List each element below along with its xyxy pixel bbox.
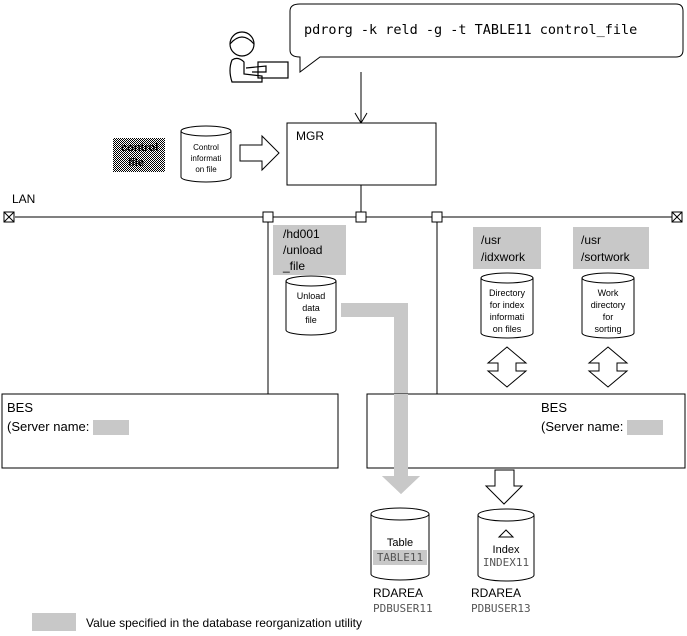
unload-path-box: /hd001 /unload _file <box>273 225 346 275</box>
command-bubble: pdrorg -k reld -g -t TABLE11 control_fil… <box>289 3 684 73</box>
unload-data-file-cylinder: Unload data file <box>285 275 337 336</box>
bes2-name-highlight <box>627 420 663 435</box>
unload-flow-arrow-over <box>382 394 420 494</box>
sortwork-cyl-line-3: for <box>603 312 614 322</box>
mgr-box: MGR <box>286 122 437 186</box>
bes1-name-highlight <box>93 420 129 435</box>
command-text: pdrorg -k reld -g -t TABLE11 control_fil… <box>304 22 637 38</box>
sort-work-dir-cylinder: Work directory for sorting <box>581 272 635 339</box>
idxwork-path-box: /usr /idxwork <box>473 227 541 269</box>
control-file-label-line-2: file <box>128 157 144 169</box>
control-to-mgr-arrow <box>239 134 280 172</box>
table-rdarea-label: RDAREA <box>373 586 423 600</box>
index-db-name: INDEX11 <box>483 556 529 569</box>
lan-line <box>3 211 683 223</box>
table-name-highlight <box>373 550 427 565</box>
idxwork-cyl-line-2: for index <box>490 300 525 310</box>
sortwork-bidirectional-arrow <box>587 346 629 388</box>
idxwork-cyl-line-3: informati <box>490 312 525 322</box>
command-arrow <box>354 72 368 124</box>
index-triangle-icon <box>497 529 515 538</box>
table-db-label: Table <box>387 537 413 549</box>
bes2-title: BES <box>541 400 567 415</box>
bes2-server-prefix: (Server name: <box>541 419 627 434</box>
bes1-title: BES <box>7 400 33 415</box>
unload-path-line-2: /unload <box>283 243 322 257</box>
lan-connectors <box>262 185 443 394</box>
legend: Value specified in the database reorgani… <box>32 613 362 631</box>
table-rdarea-name: PDBUSER11 <box>373 602 433 615</box>
index-rdarea-label: RDAREA <box>471 586 521 600</box>
sortwork-path-box: /usr /sortwork <box>573 227 649 269</box>
bes2-box: BES (Server name: bes2) <box>366 393 686 469</box>
unload-cyl-line-2: data <box>302 303 320 313</box>
unload-cyl-line-3: file <box>305 315 317 325</box>
idxwork-cyl-line-1: Directory <box>489 288 526 298</box>
unload-path-line-1: /hd001 <box>283 227 320 241</box>
idxwork-path-line-2: /idxwork <box>481 250 526 264</box>
table-db-name: TABLE11 <box>377 551 423 564</box>
sortwork-cyl-line-4: sorting <box>594 324 621 334</box>
control-info-file-cylinder: Control informati on file <box>180 125 232 183</box>
idxwork-path-line-1: /usr <box>481 233 501 247</box>
control-info-line-2: informati <box>191 154 222 163</box>
sortwork-cyl-line-1: Work <box>598 288 619 298</box>
control-info-line-3: on file <box>195 165 217 174</box>
index-db-label: Index <box>493 544 520 556</box>
control-file-label: control file <box>113 138 165 172</box>
sortwork-path-line-2: /sortwork <box>581 250 631 264</box>
idxwork-cyl-line-4: on files <box>493 324 522 334</box>
bes1-box: BES (Server name: bes1) <box>1 393 339 469</box>
legend-text: Value specified in the database reorgani… <box>86 616 362 630</box>
sortwork-cyl-line-2: directory <box>591 300 626 310</box>
legend-swatch <box>32 613 76 631</box>
user-icon <box>229 31 289 83</box>
index-rdarea-name: PDBUSER13 <box>471 602 531 615</box>
unload-path-line-3: _file <box>282 259 305 273</box>
idxwork-bidirectional-arrow <box>486 346 528 388</box>
bes2-to-index-arrow <box>484 469 524 505</box>
index-db-cylinder <box>477 508 535 582</box>
mgr-label: MGR <box>296 129 324 143</box>
lan-label: LAN <box>12 192 35 206</box>
bes1-server-prefix: (Server name: <box>7 419 93 434</box>
sortwork-path-line-1: /usr <box>581 233 601 247</box>
unload-cyl-line-1: Unload <box>297 291 326 301</box>
control-file-label-line-1: control <box>121 142 158 154</box>
index-info-dir-cylinder: Directory for index informati on files <box>480 272 534 339</box>
control-info-line-1: Control <box>193 143 219 152</box>
